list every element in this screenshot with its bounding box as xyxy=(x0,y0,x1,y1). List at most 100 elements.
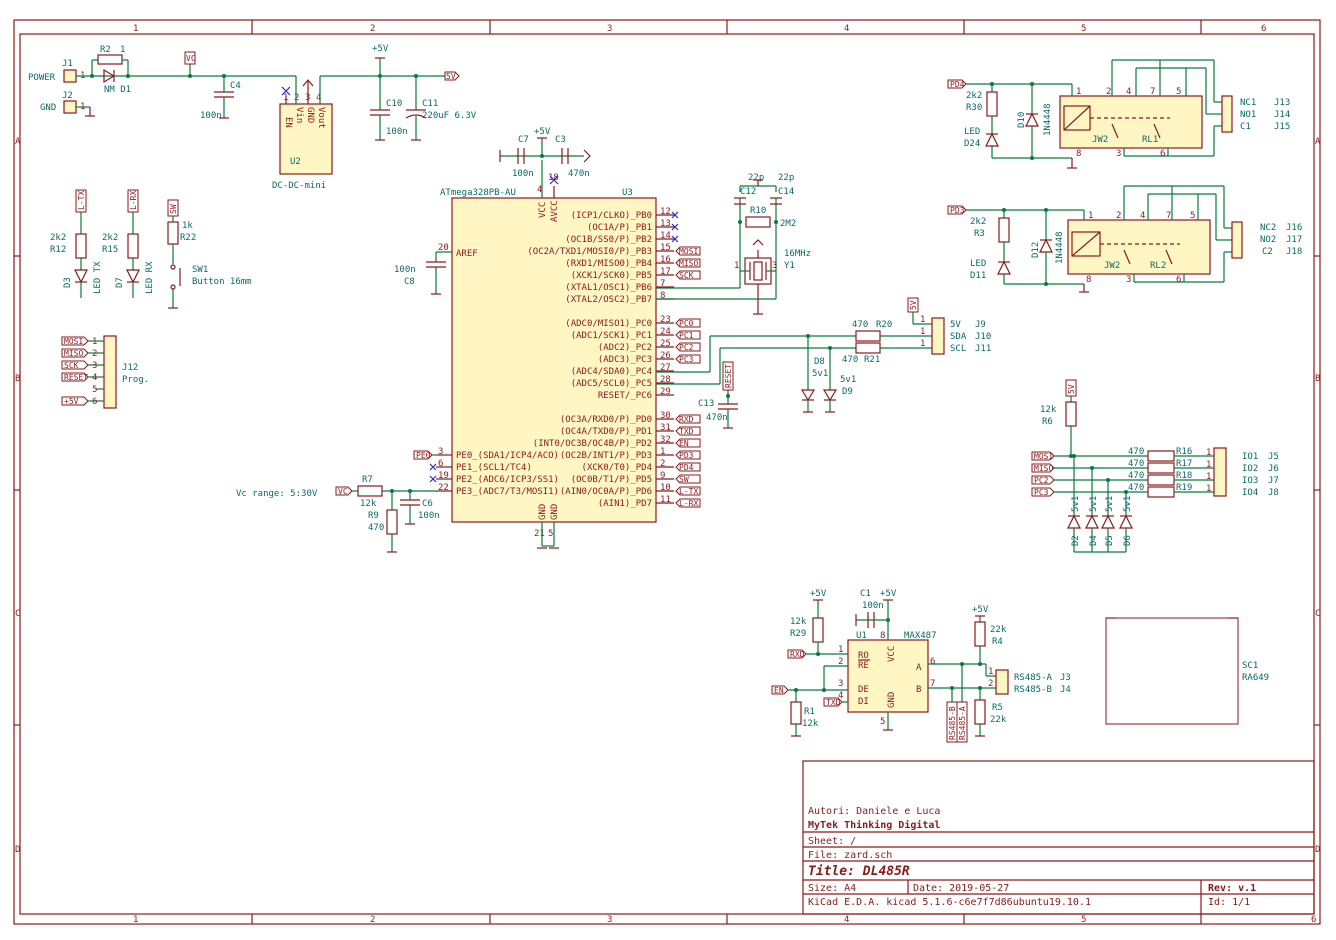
tool: KiCad E.D.A. kicad 5.1.6-c6e7f7d86ubuntu… xyxy=(808,897,1091,908)
svg-text:(OC1A/P)_PB1: (OC1A/P)_PB1 xyxy=(587,223,652,233)
svg-text:1: 1 xyxy=(133,915,138,925)
svg-text:J7: J7 xyxy=(1268,476,1279,486)
svg-text:GND: GND xyxy=(40,103,56,113)
svg-text:12k: 12k xyxy=(360,499,377,509)
svg-text:18: 18 xyxy=(548,173,559,183)
svg-text:2: 2 xyxy=(1106,87,1111,97)
svg-text:4: 4 xyxy=(316,93,321,103)
svg-text:D11: D11 xyxy=(970,271,986,281)
r3-resistor xyxy=(998,217,1010,243)
svg-text:(ADC3)_PC3: (ADC3)_PC3 xyxy=(598,355,652,365)
svg-text:R1: R1 xyxy=(804,707,815,717)
svg-text:D9: D9 xyxy=(842,387,853,397)
svg-text:J13: J13 xyxy=(1274,98,1290,108)
svg-text:20: 20 xyxy=(438,243,449,253)
io-net-flag xyxy=(1031,463,1055,473)
svg-text:6: 6 xyxy=(1176,275,1181,285)
svg-text:B: B xyxy=(1315,374,1320,384)
svg-text:MISO: MISO xyxy=(64,349,83,358)
svg-text:470: 470 xyxy=(1128,447,1144,457)
svg-text:4: 4 xyxy=(1126,87,1131,97)
svg-text:(ADC4/SDA0)_PC4: (ADC4/SDA0)_PC4 xyxy=(571,367,652,377)
svg-text:2: 2 xyxy=(92,349,97,359)
svg-text:470: 470 xyxy=(1128,471,1144,481)
svg-text:D: D xyxy=(1315,845,1320,855)
sc1-outline xyxy=(1105,617,1239,725)
svg-text:4: 4 xyxy=(537,185,542,195)
svg-text:R22: R22 xyxy=(180,233,196,243)
svg-text:RL1: RL1 xyxy=(1142,135,1158,145)
svg-text:R7: R7 xyxy=(362,475,373,485)
svg-text:RESET: RESET xyxy=(724,364,733,388)
svg-text:PE0_(SDA1/ICP4/ACO): PE0_(SDA1/ICP4/ACO) xyxy=(456,451,559,461)
svg-text:B: B xyxy=(15,374,20,384)
mcu-net-flag xyxy=(675,270,701,280)
d1-diode xyxy=(103,68,116,84)
j9-j11-connector xyxy=(931,317,945,355)
mcu-net-flag xyxy=(675,426,701,436)
d7-led xyxy=(126,269,140,284)
rl2-relay xyxy=(1067,219,1211,275)
svg-text:6: 6 xyxy=(1311,915,1316,925)
svg-text:28: 28 xyxy=(660,375,671,385)
svg-text:C: C xyxy=(15,609,20,619)
frame-columns: 1 2 3 4 5 6 1 2 3 4 5 6 xyxy=(133,20,1316,925)
svg-text:17: 17 xyxy=(660,267,671,277)
svg-text:25: 25 xyxy=(660,339,671,349)
svg-text:(OC2B/INT1/P)_PD3: (OC2B/INT1/P)_PD3 xyxy=(560,451,652,461)
col-2: 2 xyxy=(370,24,375,34)
svg-text:470: 470 xyxy=(368,523,384,533)
svg-text:1: 1 xyxy=(1206,472,1211,482)
svg-text:12k: 12k xyxy=(1040,405,1057,415)
svg-text:4: 4 xyxy=(92,373,97,383)
svg-text:C6: C6 xyxy=(422,499,433,509)
svg-text:A: A xyxy=(1315,137,1321,147)
svg-text:PD3: PD3 xyxy=(679,451,694,460)
svg-text:1: 1 xyxy=(920,327,925,337)
svg-text:27: 27 xyxy=(660,363,671,373)
svg-text:R15: R15 xyxy=(102,245,118,255)
svg-text:EN: EN xyxy=(283,117,293,128)
svg-text:NM D1: NM D1 xyxy=(104,85,131,95)
svg-text:TXD: TXD xyxy=(679,427,694,436)
svg-text:3: 3 xyxy=(438,447,443,457)
svg-text:PD4: PD4 xyxy=(679,463,694,472)
svg-text:(AIN0/OC0A/P)_PD6: (AIN0/OC0A/P)_PD6 xyxy=(560,487,652,497)
svg-text:26: 26 xyxy=(660,351,671,361)
svg-text:+5V: +5V xyxy=(810,589,827,599)
svg-text:LED TX: LED TX xyxy=(93,261,103,294)
r21-resistor xyxy=(855,342,881,354)
svg-text:C1: C1 xyxy=(860,589,871,599)
outer-frame xyxy=(13,19,1321,925)
svg-text:R3: R3 xyxy=(974,229,985,239)
svg-text:D24: D24 xyxy=(964,139,980,149)
svg-text:23: 23 xyxy=(660,315,671,325)
svg-text:1: 1 xyxy=(988,667,993,677)
svg-text:5v1: 5v1 xyxy=(812,369,828,379)
svg-text:6: 6 xyxy=(1160,149,1165,159)
svg-text:IO2: IO2 xyxy=(1242,464,1258,474)
mcu-net-flag xyxy=(675,450,701,460)
mcu-net-flag xyxy=(675,462,701,472)
svg-text:6: 6 xyxy=(930,657,935,667)
title: Title: DL485R xyxy=(808,864,910,879)
svg-text:RO: RO xyxy=(858,651,869,661)
svg-text:NC2: NC2 xyxy=(1260,223,1276,233)
svg-text:RS485-B: RS485-B xyxy=(948,706,957,740)
date: Date: 2019-05-27 xyxy=(913,883,1009,894)
svg-text:15: 15 xyxy=(660,243,671,253)
j3-j4-connector xyxy=(995,669,1009,695)
svg-text:2: 2 xyxy=(838,657,843,667)
svg-text:29: 29 xyxy=(660,387,671,397)
svg-text:J16: J16 xyxy=(1286,223,1302,233)
r9-resistor xyxy=(386,509,398,535)
r30-resistor xyxy=(986,91,998,117)
svg-text:9: 9 xyxy=(660,471,665,481)
svg-text:R17: R17 xyxy=(1176,459,1192,469)
svg-text:5: 5 xyxy=(1176,87,1181,97)
svg-text:470: 470 xyxy=(842,355,858,365)
svg-text:MOSI: MOSI xyxy=(1034,452,1053,461)
